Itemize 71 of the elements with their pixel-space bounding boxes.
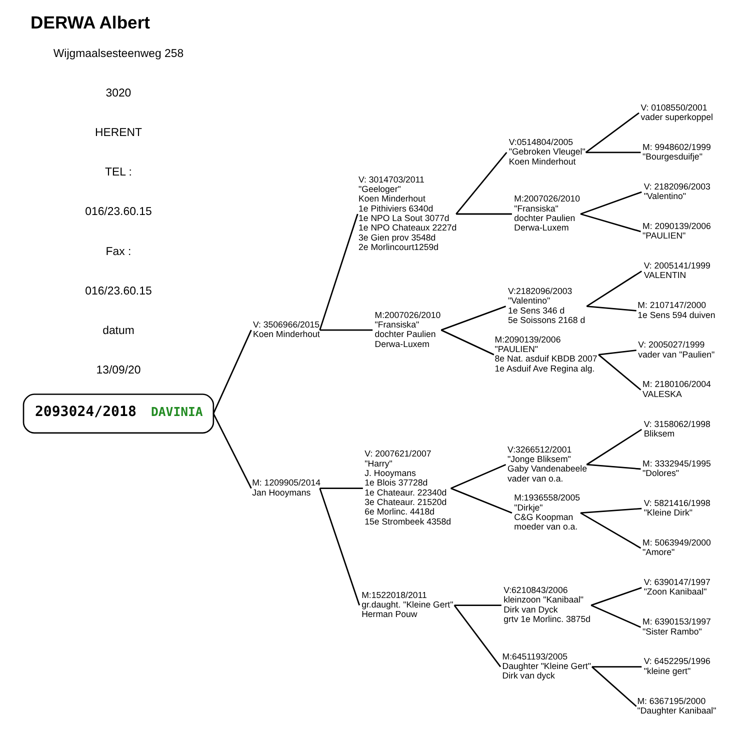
connector [454, 604, 501, 606]
node-text: V: 2182096/2003 "Valentino" [643, 181, 710, 202]
connector [585, 152, 640, 154]
node-text: M:2090139/2006 "PAULIEN" 8e Nat. asduif KBDB 2007 1e Asduif Ave Regina alg. [494, 334, 597, 374]
connector [456, 213, 512, 215]
connector [440, 306, 506, 331]
label: 13/09/20 [96, 364, 140, 377]
node-text: V: 0108550/2001 vader superkoppel [640, 102, 712, 122]
connector [591, 666, 642, 668]
connector [598, 354, 641, 390]
label: Wijgmaalsesteenweg 258 [52, 48, 184, 60]
node-text: V: 2005027/1999 vader van "Paulien" [638, 340, 714, 360]
connector [586, 428, 642, 466]
node-text: V: 6452295/1996 "kleine gert" [643, 656, 710, 676]
node-text: V:3266512/2001 "Jonge Bliksem" Gaby Vandenabeele vader van o.a. [507, 444, 586, 484]
node-text: M:6451193/2005 Daughter "Kleine Gert" Dirk van dyck [502, 651, 590, 681]
connector [212, 413, 252, 489]
node-text: V: 6390147/1997 "Zoon Kanibaal" [643, 577, 710, 597]
node-text: M:1522018/2011 gr.daught. "Kleine Gert" Herman Pouw [361, 590, 453, 620]
connector [318, 488, 360, 606]
node-text: M: 6367195/2000 "Daughter Kanibaal" [636, 696, 716, 716]
connector [319, 488, 362, 490]
node-text: V: 3158062/1998 Bliksem [643, 418, 710, 438]
node-text: V: 5821416/1998 "Kleine Dirk" [643, 498, 710, 518]
connector [580, 191, 642, 215]
label: HERENT [94, 127, 142, 140]
connector [586, 270, 642, 307]
connector [586, 464, 640, 470]
connector [455, 152, 507, 214]
label: datum [102, 324, 134, 337]
node-text: V:6210843/2006 kleinzoon "Kanibaal" Dirk van Dyck grtv 1e Morlinc. 3875d [503, 584, 590, 624]
node-text: M: 1209905/2014 Jan Hooymans [252, 478, 320, 498]
node-text: V: 3014703/2011 "Geeloger" Koen Minderhout 1e Pithiviers 6340d 1e NPO La Sout 3077d 1e NPO Chateaux 2227d 3e Gien prov 3548d 2e Morlincourt1259d [358, 174, 456, 252]
node-text: M: 6390153/1997 "Sister Rambo" [642, 616, 710, 636]
connector [584, 112, 639, 154]
diagram-title: DERWA Albert [30, 12, 150, 32]
connector [590, 587, 642, 606]
label: 016/23.60.15 [84, 285, 152, 298]
connector [450, 464, 506, 489]
node-text: M: 2180106/2004 VALESKA [642, 379, 710, 399]
connector [212, 330, 252, 414]
connector [580, 512, 641, 549]
node-text: V: 2007621/2007 "Harry" J. Hooymans 1e Blois 37728d 1e Chateaur. 22340d 3e Chateaur. 21520d 6e Morlinc. 4418d 15e Strombeek 4358d [364, 448, 451, 526]
node-text: V: 3506966/2015 Koen Minderhout [252, 319, 320, 340]
connector [590, 666, 636, 707]
connector [440, 329, 494, 356]
label: Fax : [105, 246, 131, 258]
node-text: V: 2005141/1999 VALENTIN [643, 260, 710, 280]
connector [580, 213, 640, 232]
node-box: 2093024/2018 DAVINIA [22, 394, 214, 434]
connector [580, 508, 642, 514]
node-text: M: 2107147/2000 1e Sens 594 duiven [637, 300, 715, 320]
node-text: M: 2090139/2006 "PAULIEN" [642, 220, 710, 241]
connector [586, 306, 636, 312]
node-text: M:2007026/2010 "Fransiska" dochter Paulien Derwa-Luxem [374, 310, 440, 349]
node-text: M:1936558/2005 "Dirkje" C&G Koopman moeder van o.a. [514, 492, 580, 532]
node-text: V:0514804/2005 "Gebroken Vleugel" Koen Minderhout [508, 136, 585, 166]
node-text: M: 5063949/2000 "Amore" [642, 537, 710, 558]
connector [450, 488, 512, 514]
connector [319, 329, 372, 331]
label: 3020 [105, 88, 131, 100]
node-text: M:2007026/2010 "Fransiska" dochter Paulien Derwa-Luxem [514, 194, 580, 233]
connector [598, 350, 636, 356]
label: 016/23.60.15 [84, 206, 152, 218]
node-text: M: 3332945/1995 "Dolores" [642, 458, 710, 478]
connector [590, 604, 641, 628]
node-text: M: 9948602/1999 "Bourgesduifje" [642, 142, 710, 162]
connector [318, 214, 358, 330]
node-text: V:2182096/2003 "Valentino" 1e Sens 346 d 5e Soissons 2168 d [507, 286, 585, 326]
label: TEL : [104, 166, 132, 179]
connector [453, 604, 501, 668]
